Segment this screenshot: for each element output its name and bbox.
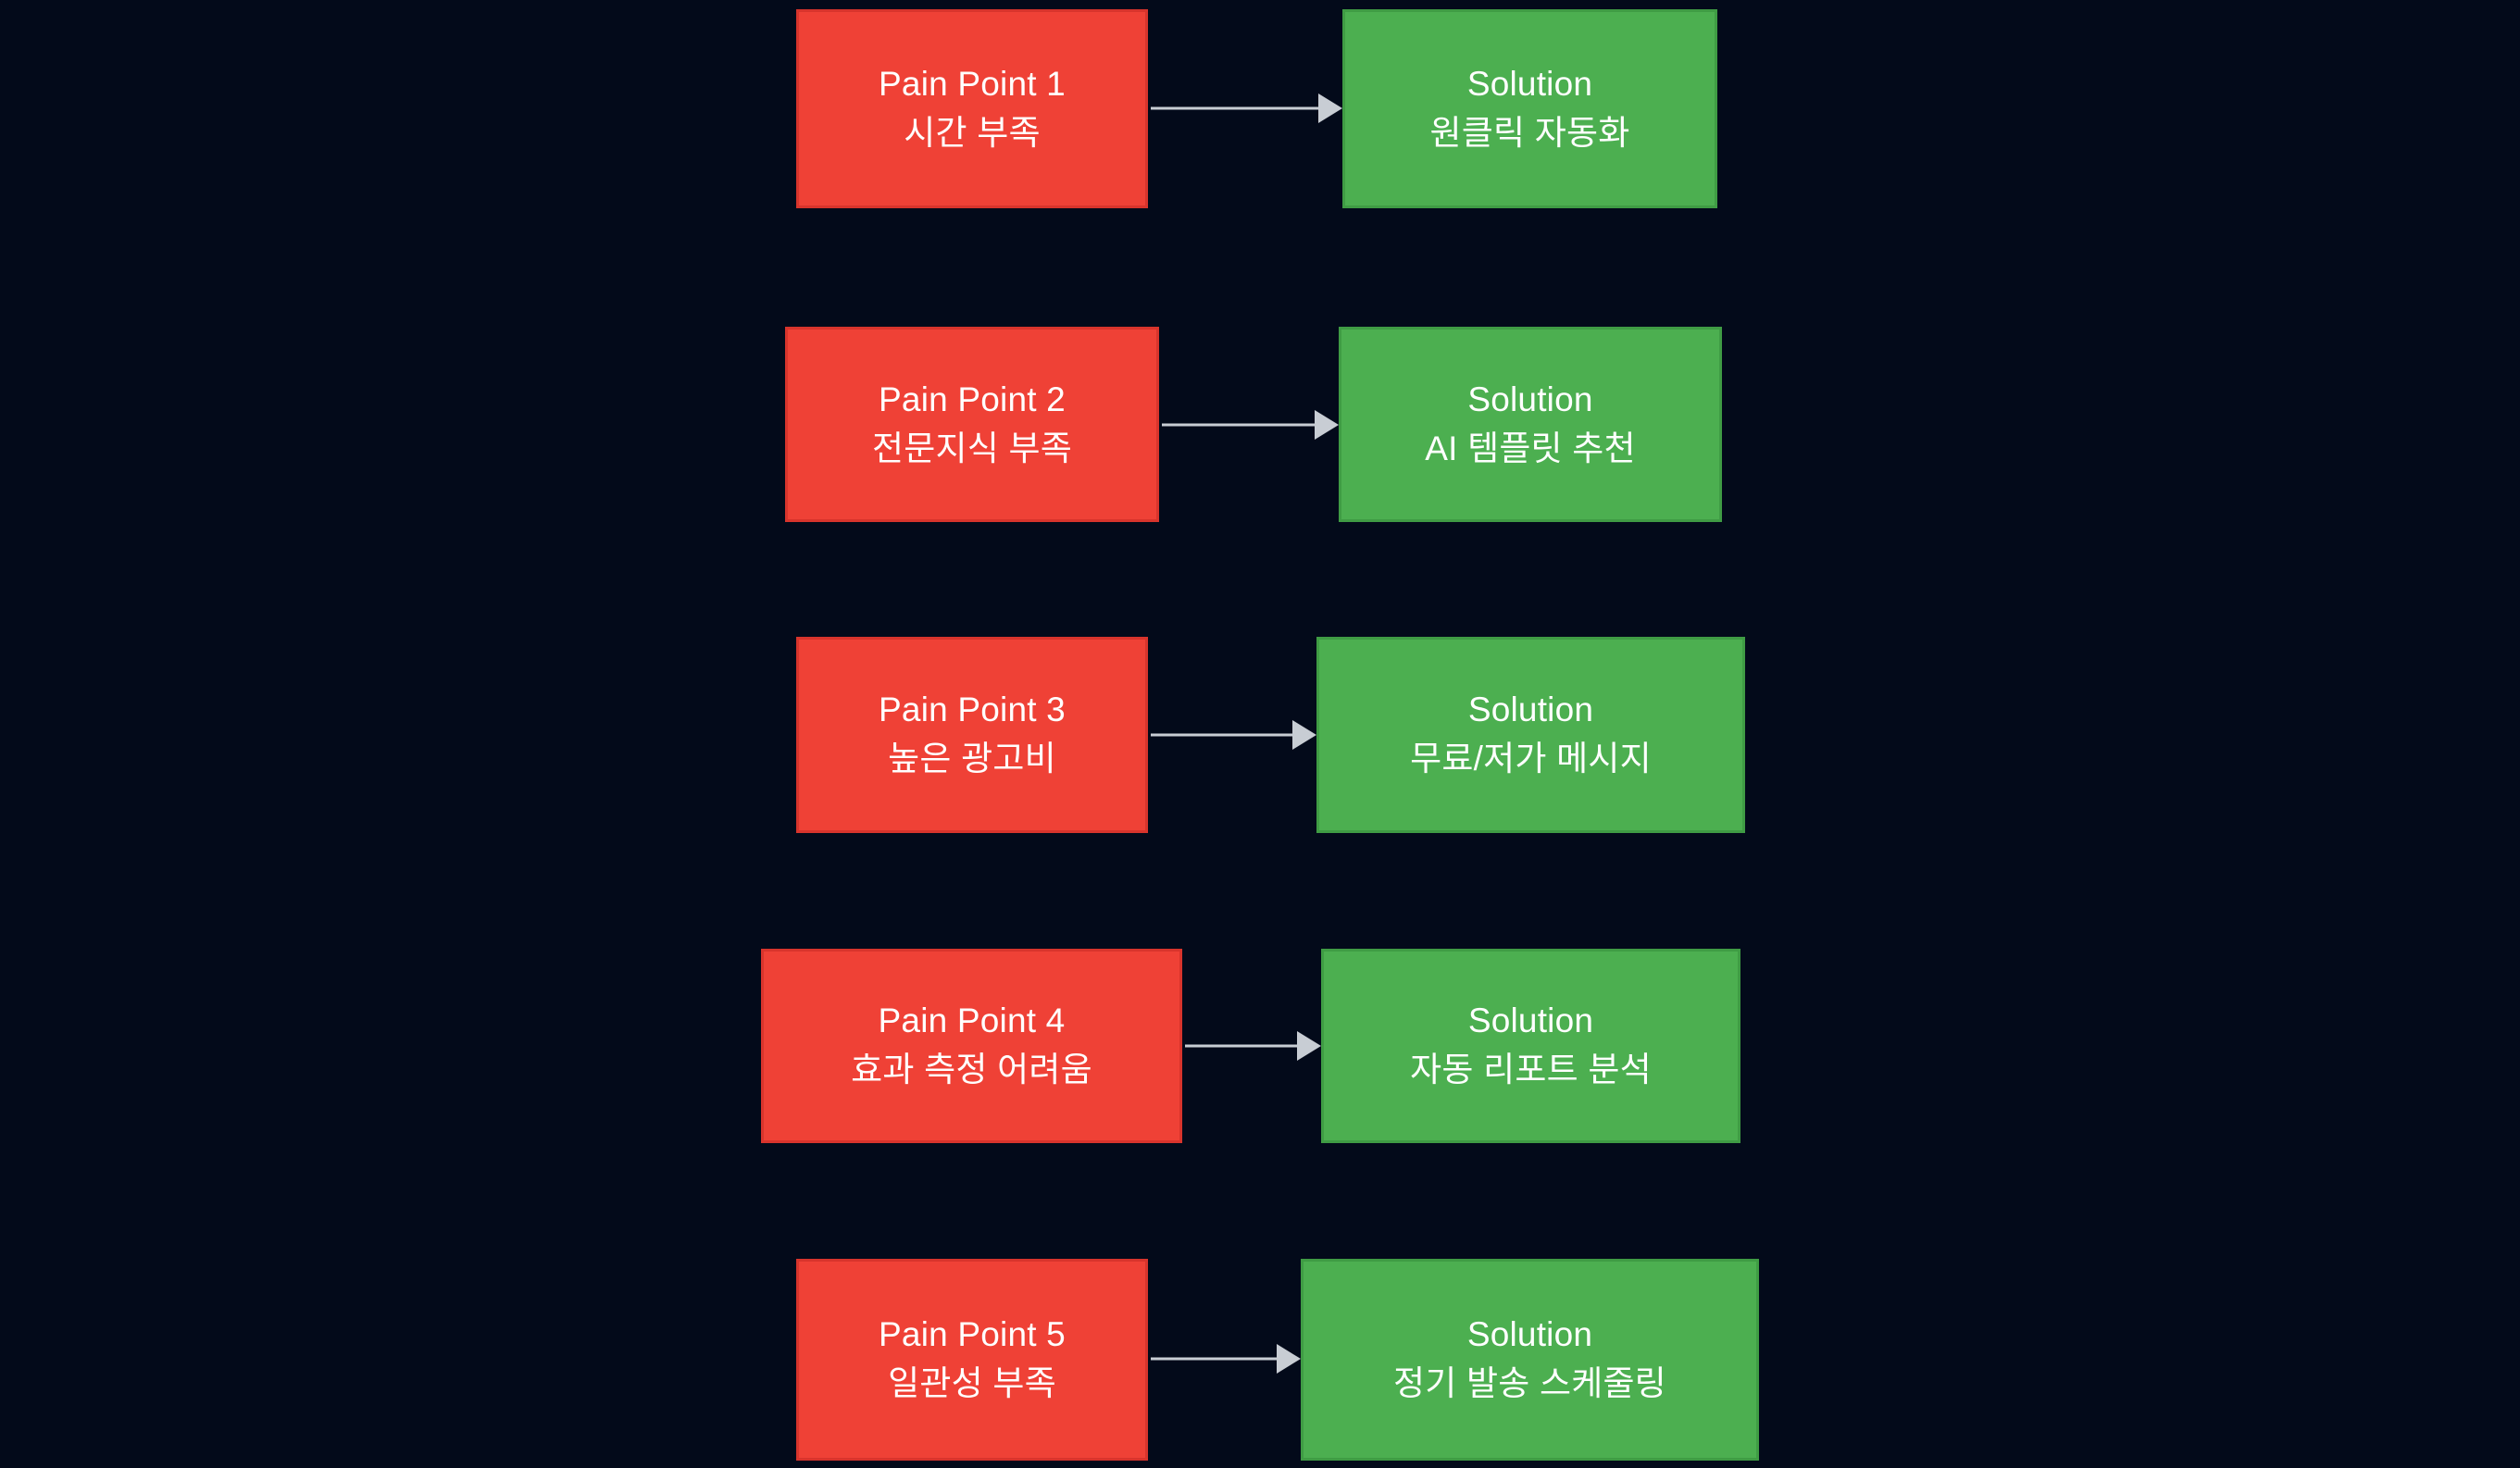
pain-point-node-4[interactable]: Pain Point 4 효과 측정 어려움 xyxy=(761,949,1182,1143)
arrow-connector-2 xyxy=(1162,396,1339,454)
arrow-line-5 xyxy=(1151,1357,1280,1361)
pain-point-node-5[interactable]: Pain Point 5 일관성 부족 xyxy=(796,1259,1148,1461)
pain-point-node-1[interactable]: Pain Point 1 시간 부족 xyxy=(796,9,1148,208)
pain-point-node-1-subtitle: 시간 부족 xyxy=(904,113,1041,152)
arrow-head-icon-4 xyxy=(1297,1031,1321,1061)
pain-point-node-3-title: Pain Point 3 xyxy=(879,690,1066,729)
solution-node-2-title: Solution xyxy=(1467,379,1593,418)
arrow-line-3 xyxy=(1151,733,1296,737)
arrow-connector-3 xyxy=(1151,706,1316,764)
solution-node-1[interactable]: Solution 원클릭 자동화 xyxy=(1342,9,1717,208)
pain-point-node-1-title: Pain Point 1 xyxy=(879,64,1066,103)
arrow-head-icon-5 xyxy=(1277,1344,1301,1374)
arrow-connector-1 xyxy=(1151,80,1342,137)
solution-node-5-subtitle: 정기 발송 스케줄링 xyxy=(1393,1364,1666,1402)
pain-point-node-4-title: Pain Point 4 xyxy=(878,1001,1066,1040)
arrow-connector-5 xyxy=(1151,1330,1301,1387)
solution-node-1-subtitle: 원클릭 자동화 xyxy=(1429,113,1630,152)
pain-point-node-5-subtitle: 일관성 부족 xyxy=(888,1364,1056,1402)
pain-point-node-3-subtitle: 높은 광고비 xyxy=(888,740,1056,778)
arrow-line-2 xyxy=(1162,423,1318,427)
solution-node-3-title: Solution xyxy=(1467,690,1594,729)
pain-point-node-2-title: Pain Point 2 xyxy=(879,379,1066,418)
arrow-line-1 xyxy=(1151,106,1322,110)
pain-point-node-5-title: Pain Point 5 xyxy=(879,1315,1066,1354)
solution-node-1-title: Solution xyxy=(1466,64,1593,103)
arrow-head-icon-1 xyxy=(1318,93,1342,123)
arrow-connector-4 xyxy=(1185,1017,1321,1075)
solution-node-4-title: Solution xyxy=(1467,1001,1594,1040)
solution-node-3[interactable]: Solution 무료/저가 메시지 xyxy=(1316,637,1745,833)
arrow-line-4 xyxy=(1185,1044,1301,1048)
solution-node-4-subtitle: 자동 리포트 분석 xyxy=(1410,1051,1652,1089)
solution-node-3-subtitle: 무료/저가 메시지 xyxy=(1410,740,1652,778)
arrow-head-icon-3 xyxy=(1292,720,1316,750)
solution-node-4[interactable]: Solution 자동 리포트 분석 xyxy=(1321,949,1740,1143)
pain-point-node-4-subtitle: 효과 측정 어려움 xyxy=(851,1051,1092,1089)
solution-node-5-title: Solution xyxy=(1466,1315,1593,1354)
solution-node-2-subtitle: AI 템플릿 추천 xyxy=(1425,429,1636,467)
solution-node-2[interactable]: Solution AI 템플릿 추천 xyxy=(1339,327,1722,522)
arrow-head-icon-2 xyxy=(1315,410,1339,440)
pain-point-node-2-subtitle: 전문지식 부족 xyxy=(872,429,1072,467)
pain-point-node-3[interactable]: Pain Point 3 높은 광고비 xyxy=(796,637,1148,833)
pain-point-node-2[interactable]: Pain Point 2 전문지식 부족 xyxy=(785,327,1159,522)
solution-node-5[interactable]: Solution 정기 발송 스케줄링 xyxy=(1301,1259,1759,1461)
